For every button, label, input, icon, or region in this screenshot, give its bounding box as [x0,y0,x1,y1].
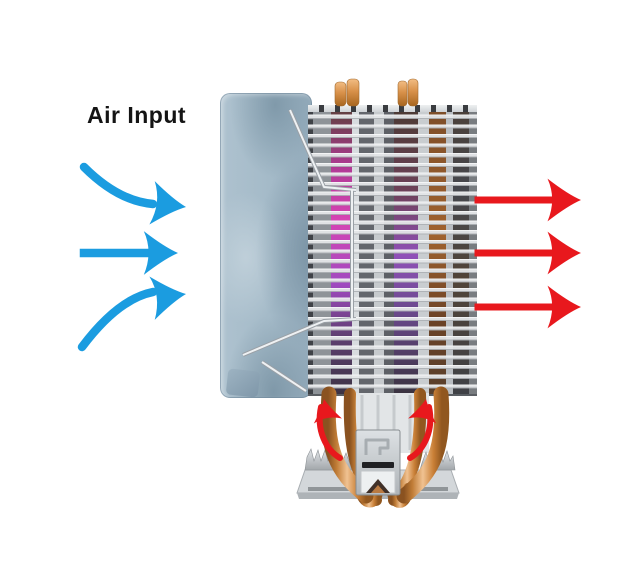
air-input-arrow-mid-head [143,231,178,275]
heat-pipe-tip [397,80,408,107]
heat-rise-arrows [313,399,437,461]
heat-pipe [396,386,450,504]
fin-plates [308,105,477,394]
air-input-arrow-top-shaft [79,162,158,209]
wire-clip-bottom [242,318,357,356]
heat-rise-arrow-left-head [313,399,342,424]
fin-top-plate [308,105,477,112]
air-input-arrows [77,162,186,352]
air-input-arrow-bottom-head [149,276,186,320]
mounting-bracket [355,429,401,496]
fan-wire-clips [242,109,357,393]
bracket-slot [362,462,394,468]
wire-clip-top [289,109,357,191]
heat-rise-arrow-right-head [408,399,437,424]
heat-pipe-tip [334,81,347,107]
air-output-arrow-bottom-head [547,285,581,329]
heat-pipe-tip [346,78,360,107]
base-shadow [308,487,354,491]
air-output-arrow-mid-head [547,231,581,275]
base-shadow [402,487,448,491]
wire-clip-hook [261,361,307,392]
bracket-window-copper [371,485,385,493]
air-output-arrow-top-head [547,178,581,222]
bracket-handle [364,438,390,455]
air-input-arrow-bottom-shaft [77,287,158,352]
heatsink-fin-stack [308,105,477,396]
heat-pipe-tips [334,78,419,107]
air-output-arrows [474,178,581,329]
air-input-label: Air Input [87,102,187,128]
air-input-arrow-top-head [149,181,186,225]
heat-pipe-tip [407,78,419,107]
